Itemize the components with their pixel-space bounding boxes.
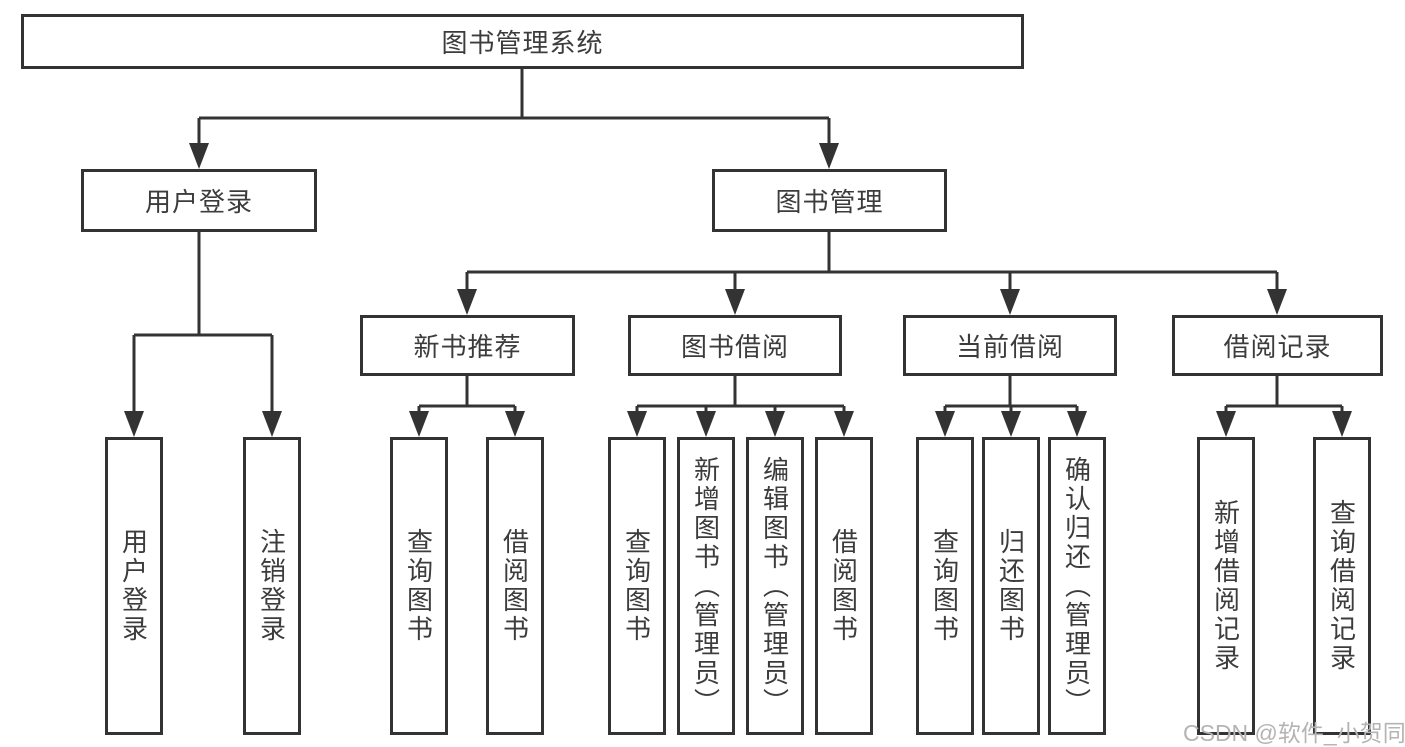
leaf-confirm-return-admin: 确认归还（管理员） xyxy=(1048,437,1106,735)
leaf-edit-book-admin: 编辑图书（管理员） xyxy=(746,437,804,735)
leaf-logout: 注销登录 xyxy=(243,437,301,735)
leaf-query-book-current: 查询图书 xyxy=(916,437,974,735)
arrowhead-icon xyxy=(505,411,525,437)
arrowhead-icon xyxy=(1216,411,1236,437)
arrowhead-icon xyxy=(1267,289,1287,315)
leaf-borrow-book: 借阅图书 xyxy=(815,437,873,735)
node-new-book-recommendation: 新书推荐 xyxy=(360,315,575,376)
leaf-user-login: 用户登录 xyxy=(105,437,163,735)
arrowhead-icon xyxy=(1001,411,1021,437)
arrowhead-icon xyxy=(765,411,785,437)
watermark: CSDN @软件_小贺同学 xyxy=(1183,720,1405,746)
arrowhead-icon xyxy=(1067,411,1087,437)
node-book-borrowing: 图书借阅 xyxy=(628,315,842,376)
arrowhead-icon xyxy=(457,289,477,315)
arrowhead-icon xyxy=(935,411,955,437)
arrowhead-icon xyxy=(262,411,282,437)
arrowhead-icon xyxy=(1332,411,1352,437)
leaf-query-borrow-record: 查询借阅记录 xyxy=(1313,437,1371,735)
node-library-management-system: 图书管理系统 xyxy=(21,14,1024,69)
leaf-add-borrow-record: 新增借阅记录 xyxy=(1197,437,1255,735)
arrowhead-icon xyxy=(834,411,854,437)
arrowhead-icon xyxy=(124,411,144,437)
leaf-query-book-recommend: 查询图书 xyxy=(390,437,448,735)
arrowhead-icon xyxy=(696,411,716,437)
arrowhead-icon xyxy=(189,143,209,169)
node-current-borrowing: 当前借阅 xyxy=(903,315,1117,376)
leaf-return-book: 归还图书 xyxy=(982,437,1040,735)
leaf-query-book-borrow: 查询图书 xyxy=(608,437,666,735)
leaf-borrow-book-recommend: 借阅图书 xyxy=(486,437,544,735)
arrowhead-icon xyxy=(819,143,839,169)
node-book-management: 图书管理 xyxy=(712,169,947,232)
leaf-add-book-admin: 新增图书（管理员） xyxy=(677,437,735,735)
node-borrowing-records: 借阅记录 xyxy=(1172,315,1383,376)
arrowhead-icon xyxy=(725,289,745,315)
arrowhead-icon xyxy=(409,411,429,437)
node-user-login: 用户登录 xyxy=(81,169,317,232)
arrowhead-icon xyxy=(1000,289,1020,315)
arrowhead-icon xyxy=(627,411,647,437)
